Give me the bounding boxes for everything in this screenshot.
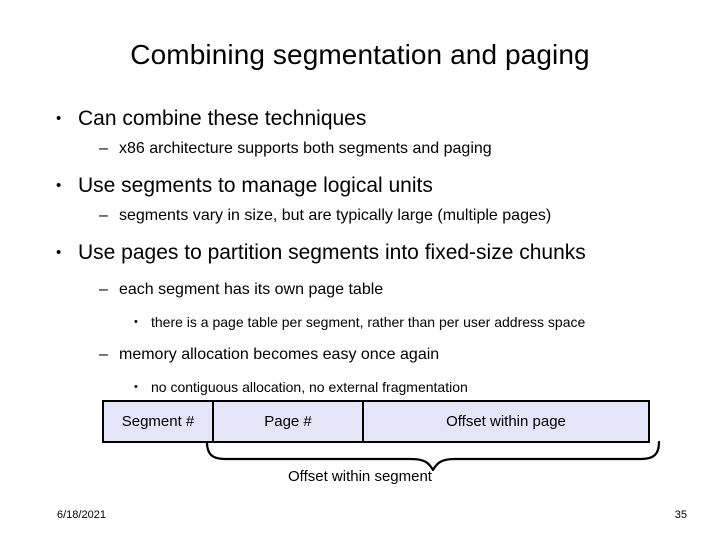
bullet-item-level3: • no contiguous allocation, no external … — [0, 377, 720, 398]
footer-slide-number: 35 — [674, 509, 687, 521]
bullet-text: Use segments to manage logical units — [78, 174, 433, 197]
dash-marker-icon: – — [99, 281, 108, 298]
address-field-page-number: Page # — [214, 402, 364, 441]
bullet-marker-icon: • — [56, 177, 62, 194]
bullet-marker-icon: • — [134, 316, 138, 328]
bullet-marker-icon: • — [134, 381, 138, 393]
dash-marker-icon: – — [99, 346, 108, 363]
bullet-text: x86 architecture supports both segments … — [119, 140, 492, 157]
bullet-item-level3: • there is a page table per segment, rat… — [0, 312, 720, 333]
address-field-offset-within-page: Offset within page — [364, 402, 648, 441]
dash-marker-icon: – — [99, 140, 108, 157]
offset-within-segment-label: Offset within segment — [288, 468, 432, 485]
bullet-item-level2: – segments vary in size, but are typical… — [0, 203, 720, 229]
bullet-text: no contiguous allocation, no external fr… — [151, 379, 468, 395]
bullet-item-level2: – x86 architecture supports both segment… — [0, 136, 720, 162]
bullet-item-level2: – each segment has its own page table — [0, 277, 720, 303]
bullet-item-level1: • Use segments to manage logical units — [0, 171, 720, 201]
bullet-item-level2: – memory allocation becomes easy once ag… — [0, 342, 720, 368]
address-field-segment-number: Segment # — [104, 402, 214, 441]
bullet-item-level1: • Can combine these techniques — [0, 104, 720, 134]
footer-date: 6/18/2021 — [57, 509, 106, 521]
bullet-text: Use pages to partition segments into fix… — [78, 241, 586, 264]
bullet-list: • Can combine these techniques – x86 arc… — [0, 104, 720, 399]
dash-marker-icon: – — [99, 207, 108, 224]
bullet-text: segments vary in size, but are typically… — [119, 207, 552, 224]
bullet-text: Can combine these techniques — [78, 107, 367, 130]
bullet-marker-icon: • — [56, 110, 62, 127]
bullet-marker-icon: • — [56, 244, 62, 261]
bullet-text: each segment has its own page table — [119, 281, 384, 298]
curly-brace-icon — [205, 441, 661, 471]
address-field-table: Segment # Page # Offset within page — [102, 400, 650, 443]
page-title: Combining segmentation and paging — [130, 39, 590, 70]
bullet-item-level1: • Use pages to partition segments into f… — [0, 238, 720, 268]
bullet-text: there is a page table per segment, rathe… — [151, 314, 586, 330]
bullet-text: memory allocation becomes easy once agai… — [119, 346, 440, 363]
